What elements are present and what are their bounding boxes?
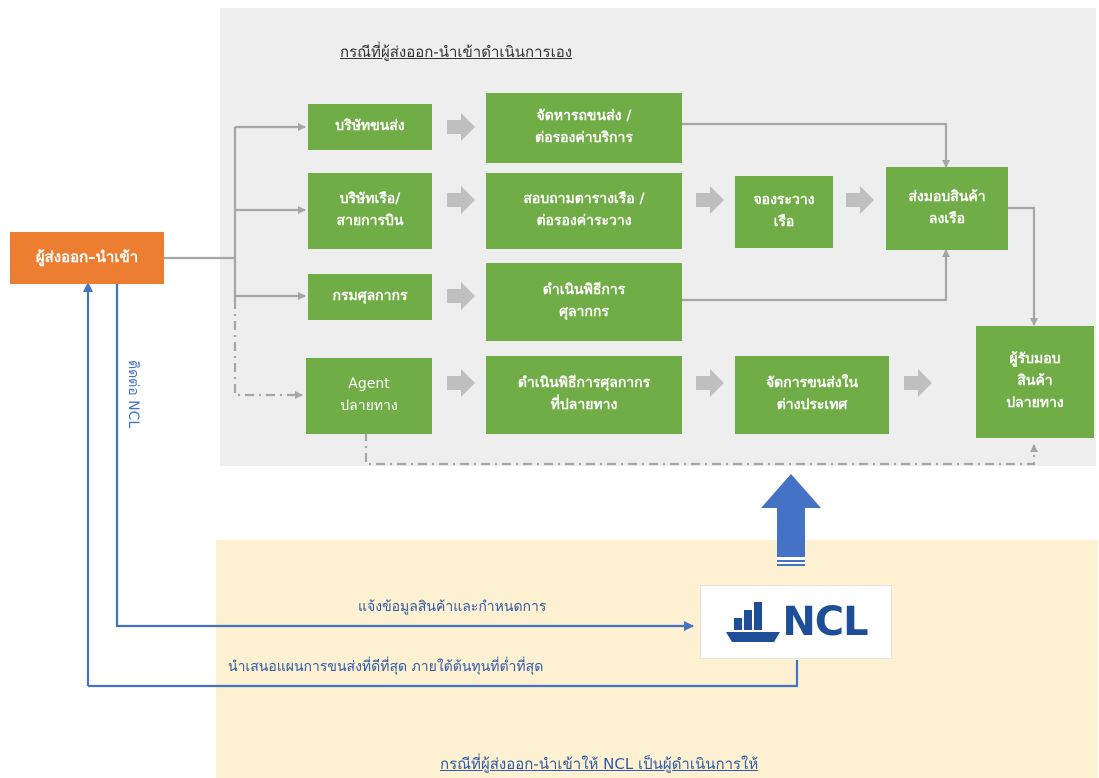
deliver-goods-box: ส่งมอบสินค้า ลงเรือ	[886, 167, 1008, 250]
receiver-line-3: ปลายทาง	[1006, 394, 1064, 411]
customs-process-line-1: ดำเนินพิธีการ	[542, 282, 626, 299]
arrange-transport-box: จัดหารถขนส่ง / ต่อรองค่าบริการ	[486, 93, 682, 163]
customs-process-box: ดำเนินพิธีการ ศุลากกร	[486, 263, 682, 341]
ncl-operated-panel	[216, 540, 1098, 778]
shipping-airline-box: บริษัทเรือ/ สายการบิน	[308, 173, 432, 249]
ncl-logo-text: NCL	[782, 599, 868, 645]
ask-schedule-line-2: ต่อรองค่าระวาง	[536, 213, 632, 229]
dest-customs-box: ดำเนินพิธีการศุลกากร ที่ปลายทาง	[486, 356, 682, 434]
propose-label: นำเสนอแผนการขนส่งที่ดีที่สุด ภายใต้ต้นทุ…	[228, 659, 544, 675]
receiver-box: ผู้รับมอบ สินค้า ปลายทาง	[976, 326, 1094, 438]
deliver-goods-line-1: ส่งมอบสินค้า	[908, 188, 986, 205]
contact-ncl-label: ติดต่อ NCL	[125, 360, 141, 429]
deliver-goods-line-2: ลงเรือ	[928, 210, 966, 227]
book-space-line-1: จองระวาง	[753, 192, 815, 209]
customs-dept-label: กรมศุลกากร	[332, 288, 408, 305]
transport-company-box: บริษัทขนส่ง	[308, 104, 432, 150]
agent-destination-box: Agent ปลายทาง	[306, 358, 432, 434]
bottom-caption: กรณีที่ผู้ส่งออก-นำเข้าให้ NCL เป็นผู้ดำ…	[440, 755, 759, 773]
foreign-transport-box: จัดการขนส่งใน ต่างประเทศ	[735, 356, 889, 434]
foreign-transport-line-1: จัดการขนส่งใน	[765, 375, 859, 392]
shipping-airline-line-1: บริษัทเรือ/	[339, 191, 401, 208]
agent-line-2: ปลายทาง	[340, 398, 398, 414]
top-caption: กรณีที่ผู้ส่งออก-นำเข้าดำเนินการเอง	[340, 43, 573, 61]
exporter-label: ผู้ส่งออก–นำเข้า	[35, 248, 139, 267]
customs-process-line-2: ศุลากกร	[559, 304, 609, 320]
dest-customs-line-2: ที่ปลายทาง	[550, 397, 618, 413]
book-space-box: จองระวาง เรือ	[735, 176, 833, 248]
shipping-airline-line-2: สายการบิน	[336, 213, 404, 229]
arrange-transport-line-2: ต่อรองค่าบริการ	[535, 130, 633, 146]
ask-schedule-line-1: สอบถามตารางเรือ /	[523, 191, 645, 208]
exporter-box: ผู้ส่งออก–นำเข้า	[10, 232, 164, 284]
book-space-line-2: เรือ	[773, 214, 795, 230]
arrange-transport-line-1: จัดหารถขนส่ง /	[536, 108, 632, 125]
dest-customs-line-1: ดำเนินพิธีการศุลกากร	[517, 375, 651, 392]
ask-schedule-box: สอบถามตารางเรือ / ต่อรองค่าระวาง	[486, 173, 682, 249]
receiver-line-1: ผู้รับมอบ	[1009, 351, 1061, 368]
receiver-line-2: สินค้า	[1017, 373, 1053, 390]
agent-line-1: Agent	[348, 376, 390, 393]
notify-label: แจ้งข้อมูลสินค้าและกำหนดการ	[358, 599, 547, 615]
ship-icon	[726, 602, 781, 642]
foreign-transport-line-2: ต่างประเทศ	[776, 397, 848, 413]
transport-company-label: บริษัทขนส่ง	[335, 118, 405, 135]
customs-dept-box: กรมศุลกากร	[308, 274, 432, 320]
ncl-logo: NCL	[700, 585, 892, 659]
